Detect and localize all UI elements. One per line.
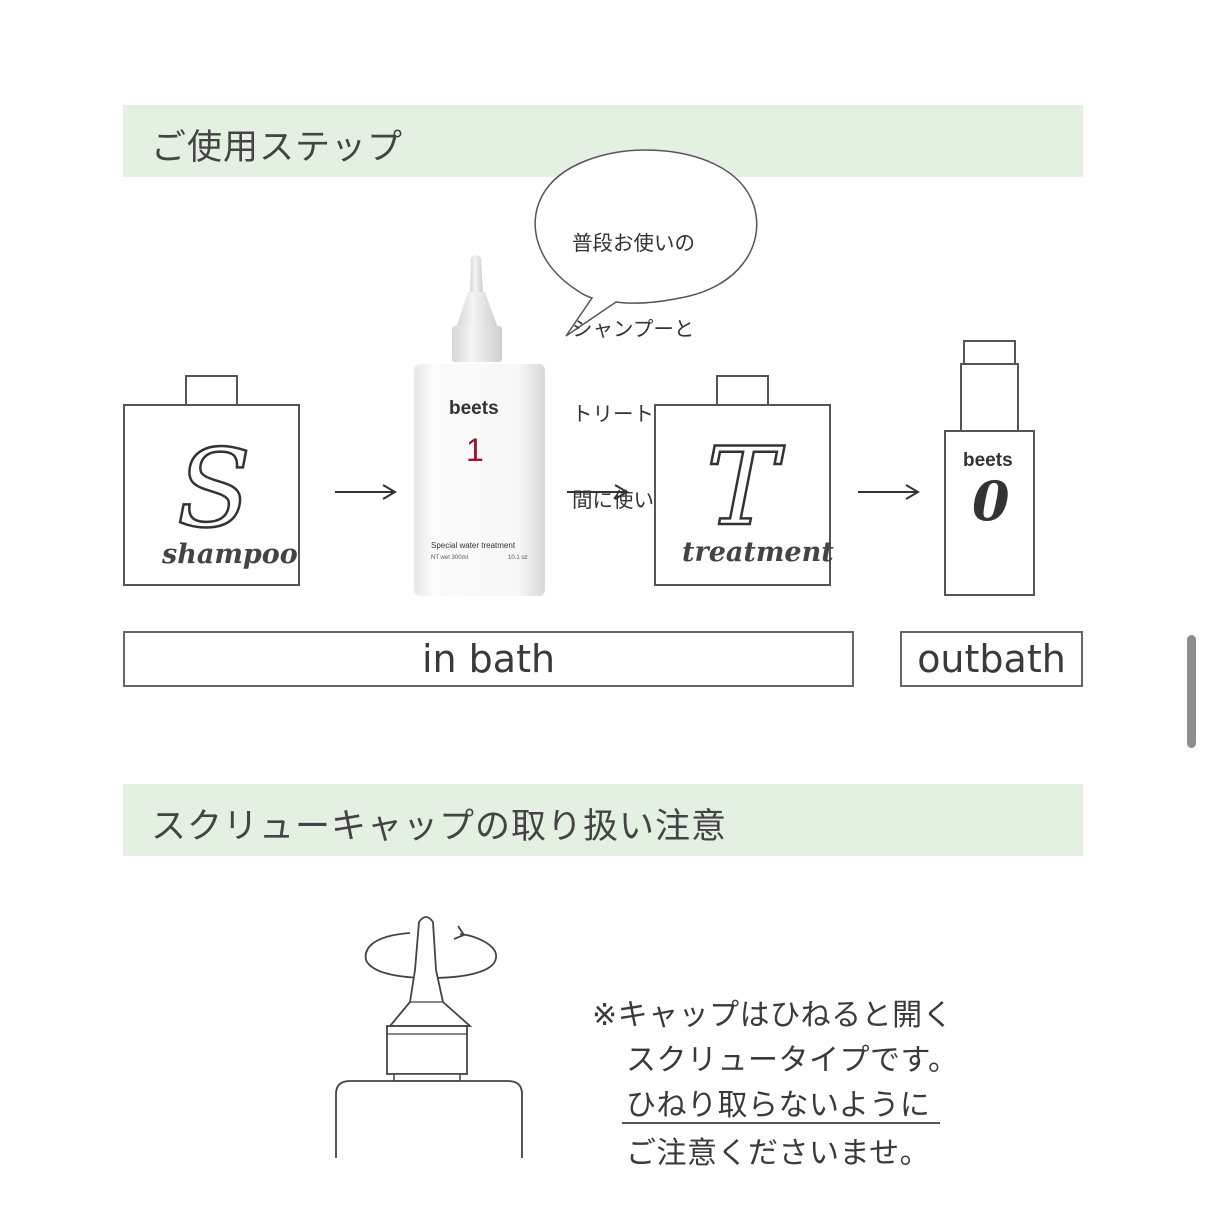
note-underline [622,1122,940,1124]
in-bath-label: in bath [421,637,556,681]
shampoo-letter: S [176,427,253,552]
speech-bubble [534,149,758,337]
cap-note-line-2: スクリュータイプです。 [626,1043,959,1078]
cap-section-title: スクリューキャップの取り扱い注意 [151,807,728,847]
beets-1-product-name: Special water treatment [431,541,516,550]
cap-note-line-3: ひねり取らないように [626,1088,931,1123]
beets-0-neck [960,363,1019,432]
cap-note-line-4: ご注意くださいませ。 [626,1136,931,1171]
bubble-line: シャンプーと [572,316,695,341]
beets-1-bottle [414,255,545,596]
beets-0-cap [963,340,1016,365]
shampoo-bottle: S shampoo [123,404,300,586]
beets-1-number: 1 [466,432,484,468]
in-bath-label-box: in bath [123,631,854,687]
beets-0-number: 0 [972,469,1010,533]
treatment-bottle: T treatment [654,404,834,586]
treatment-cap [716,375,769,406]
steps-section-title: ご使用ステップ [151,128,404,168]
beets-1-brand: beets [449,398,499,419]
beets-0-bottle: beets 0 [944,430,1035,596]
arrow-right-icon [567,484,629,500]
beets-0-brand: beets [963,450,1013,471]
cap-section-header: スクリューキャップの取り扱い注意 [123,784,1083,856]
arrow-right-icon [335,484,397,500]
treatment-letter: T [705,425,780,550]
bubble-line: 普段お使いの [572,231,695,255]
beets-1-oz: 10.1 oz [508,555,528,561]
cap-note-line-1: ※キャップはひねると開く [592,998,954,1033]
screw-cap-illustration [335,916,523,1158]
outbath-label-box: outbath [900,631,1083,687]
shampoo-cap [185,375,238,406]
treatment-label: treatment [682,537,834,568]
outbath-label: outbath [917,637,1066,681]
vertical-scrollbar[interactable] [1187,635,1196,748]
shampoo-label: shampoo [162,539,298,570]
beets-1-volume: NT wet 300ml [431,555,468,561]
arrow-right-icon [858,484,920,500]
